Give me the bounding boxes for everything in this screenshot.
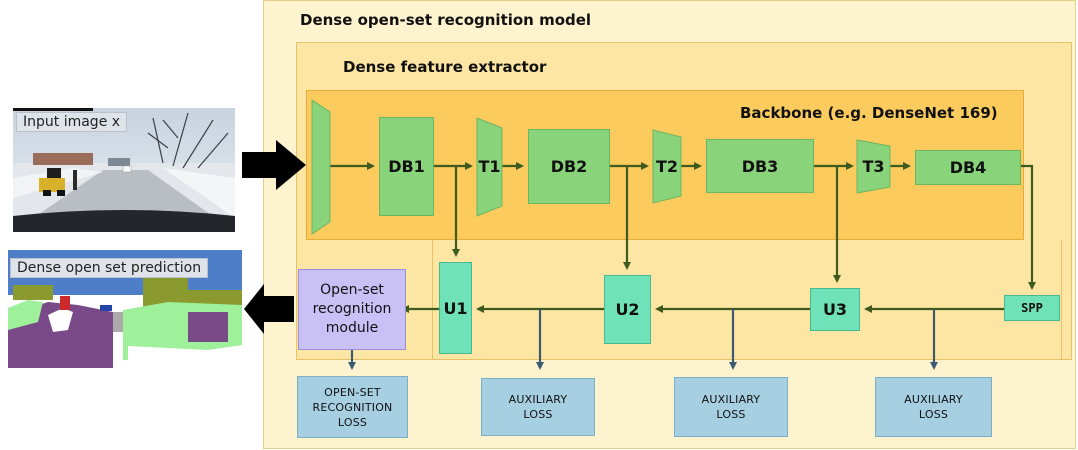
open-set-recognition-module: Open-set recognition module [298, 269, 406, 350]
aux-loss-2-line-2: LOSS [716, 408, 746, 421]
upsample-u3: U3 [810, 288, 860, 331]
output-arrow [244, 284, 294, 334]
upsample-u1: U1 [439, 262, 472, 354]
aux-loss-2-line-1: AUXILIARY [701, 393, 761, 406]
aux-loss-3-line-2: LOSS [918, 408, 949, 421]
output-image-label: Dense open set prediction [10, 258, 209, 278]
auxiliary-loss-3: AUXILIARY LOSS [875, 377, 992, 437]
auxiliary-loss-2: AUXILIARY LOSS [674, 377, 788, 437]
dense-block-4: DB4 [915, 150, 1021, 185]
input-image-label: Input image x [16, 112, 128, 132]
dense-block-1: DB1 [379, 117, 434, 216]
auxiliary-loss-1: AUXILIARY LOSS [481, 378, 595, 436]
t3-label: T3 [862, 156, 885, 176]
module-line-1: Open-set [320, 282, 384, 298]
upsample-u2: U2 [604, 275, 651, 344]
t1-shape [476, 117, 503, 217]
loss-line-3: LOSS [337, 415, 368, 429]
t3-shape [856, 139, 891, 194]
model-title: Dense open-set recognition model [300, 11, 592, 29]
t1-label: T1 [478, 156, 501, 176]
backbone-title: Backbone (e.g. DenseNet 169) [740, 104, 998, 122]
module-line-2: recognition [312, 301, 392, 317]
aux-loss-1-line-2: LOSS [523, 408, 553, 421]
feature-extractor-title: Dense feature extractor [343, 58, 547, 76]
input-arrow [242, 140, 306, 190]
t2-shape [652, 129, 682, 204]
dense-block-3: DB3 [706, 139, 814, 193]
open-set-recognition-loss: OPEN-SET RECOGNITION LOSS [297, 376, 408, 438]
aux-loss-1-line-1: AUXILIARY [508, 393, 568, 406]
spp-module: SPP [1004, 295, 1060, 321]
dense-block-2: DB2 [528, 129, 610, 204]
t2-label: T2 [655, 156, 679, 176]
aux-loss-3-line-1: AUXILIARY [904, 393, 963, 406]
upsampling-path-region [432, 240, 1062, 360]
stem-conv-shape [311, 99, 331, 235]
loss-line-2: RECOGNITION [312, 400, 393, 414]
module-line-3: module [325, 320, 379, 336]
loss-line-1: OPEN-SET [324, 385, 381, 399]
